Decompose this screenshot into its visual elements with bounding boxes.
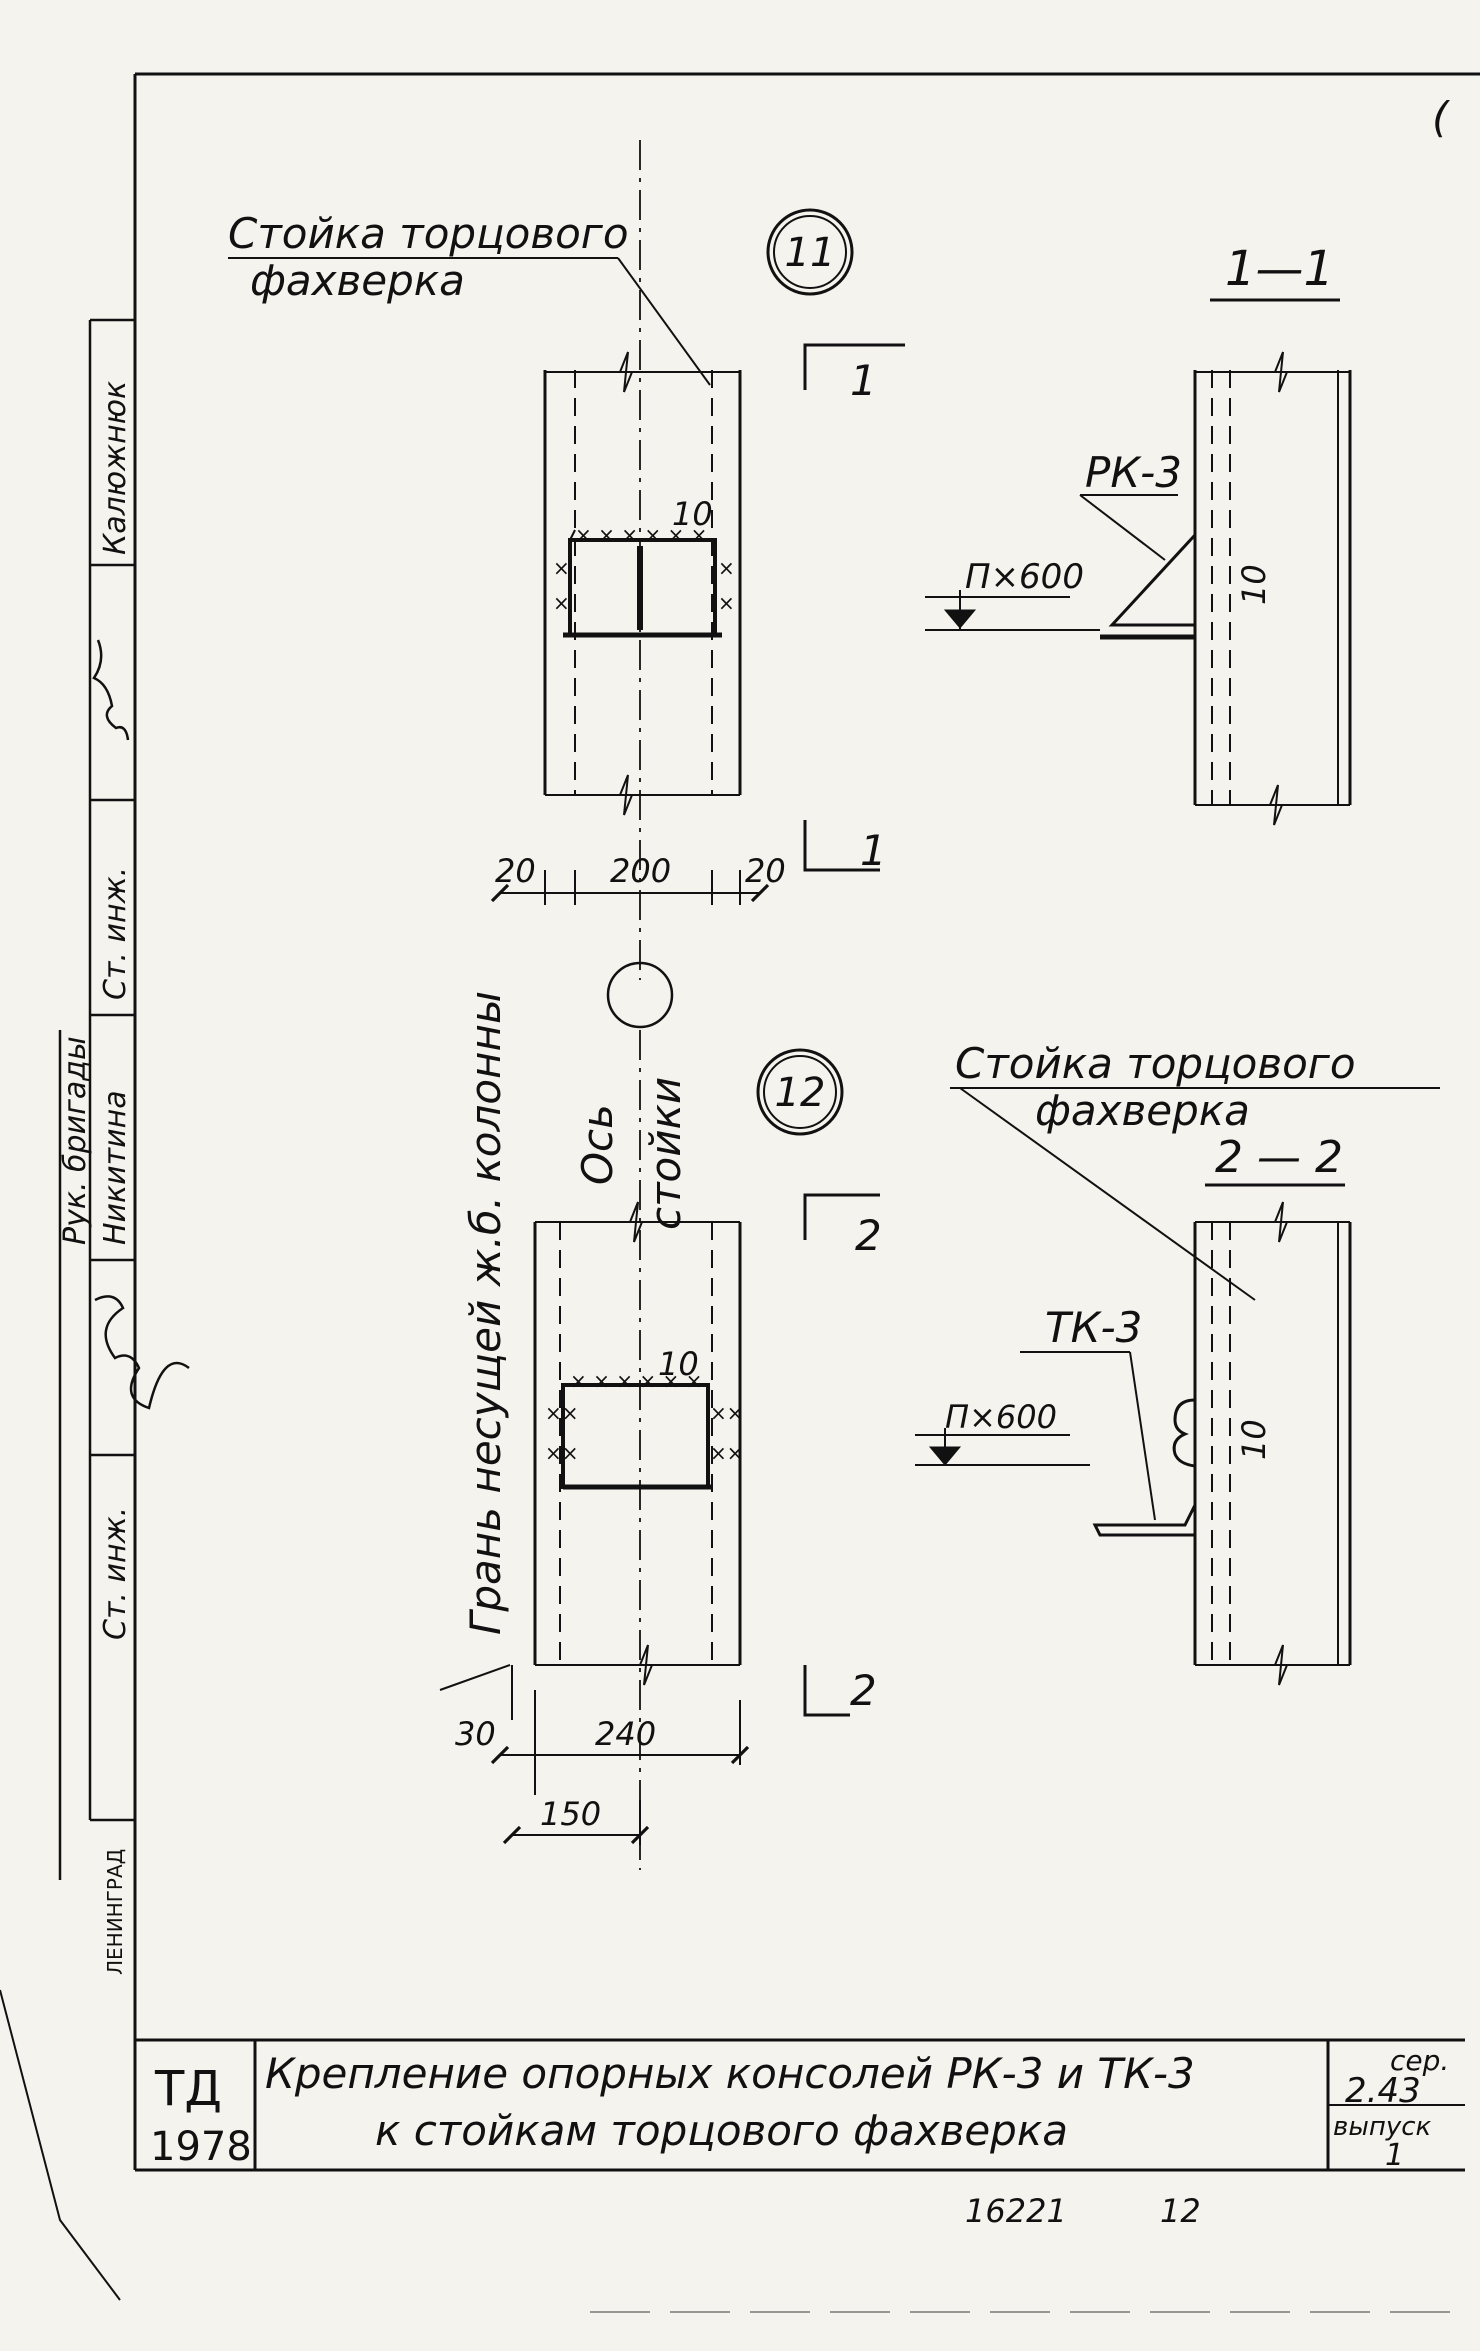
title-block-series-value: 2.43 [1345,2071,1421,2111]
title-block-line2: к стойкам торцового фахверка [375,2106,1068,2155]
title-block-issue-label: выпуск [1333,2112,1432,2142]
node-12-dim-offset: 30 [455,1715,496,1753]
node-12-dim-axis: 150 [540,1795,601,1833]
stamp-role-3: Ст. инж. [98,1507,133,1640]
node-11: 11 Стойка торцового фахверка × × × × × ×… [228,140,905,980]
node-11-dim-right: 20 [745,852,786,890]
node-11-dim-left: 20 [495,852,536,890]
signature-1 [92,639,130,741]
node-12-dim-width: 240 [595,1715,656,1753]
page-curl [0,1989,121,2301]
left-stamp: Калюжнюк Ст. инж. Никитина Рук. бригады … [0,318,190,2301]
weld-marks-right2-11: × [718,591,735,615]
cut-1-top-number: 1 [850,356,877,405]
node-12-axis-line1: Ось [573,1104,622,1185]
cut-2-bottom-number: 2 [850,1666,877,1715]
node-12: 12 Ось стойки Грань несущей ж.б. колонны… [439,991,882,1870]
section-1-part: РК-3 [1085,448,1182,497]
stamp-role-2: Рук. бригады [58,1036,93,1245]
title-block-issue-value: 1 [1385,2138,1404,2173]
node-11-number: 11 [785,230,836,276]
sheet-frame [133,72,1480,2172]
weld-marks-left2-12: ×× [545,1441,579,1465]
stamp-name-2: Никитина [98,1090,133,1245]
weld-marks-right-11: × [718,556,735,580]
weld-marks-top-12: × × × × × × [570,1369,702,1393]
sheet-marker: ( [1432,93,1450,142]
node-11-dim-middle: 200 [610,852,671,890]
section-2-weld: 10 [1235,1419,1273,1460]
stamp-city: ЛЕНИНГРАД [103,1849,127,1975]
cut-1-bottom-number: 1 [860,826,887,875]
section-1-level: П×600 [965,557,1084,597]
signature-2 [94,1295,190,1410]
section-2-level: П×600 [945,1398,1057,1436]
title-block-series-label: сер. [1390,2044,1449,2077]
weld-marks-left-11: × [553,556,570,580]
title-block [135,2038,1465,2170]
section-2-part: ТК-3 [1045,1303,1142,1352]
weld-marks-left2-11: × [553,591,570,615]
section-2-title: 2 — 2 [1215,1132,1343,1183]
node-11-label-line2: фахверка [250,256,465,305]
node-12-axis-line2: стойки [641,1077,690,1230]
footer-page: 12 [1160,2192,1201,2230]
section-2-label-line1: Стойка торцового [955,1039,1356,1088]
section-1-weld: 10 [1235,564,1273,605]
node-12-number: 12 [775,1070,826,1116]
section-1-title: 1—1 [1225,241,1334,297]
cut-2-top-number: 2 [855,1211,882,1260]
title-block-code: ТД [154,2061,222,2117]
title-block-line1: Крепление опорных консолей РК-3 и ТК-3 [265,2049,1195,2098]
footer-doc-number: 16221 [965,2192,1067,2230]
weld-marks-left-12: ×× [545,1401,579,1425]
axis-marker-circle [606,961,674,1029]
title-block-year: 1978 [150,2124,252,2170]
node-12-weld: 10 [658,1345,699,1383]
weld-marks-right-12: ×× [710,1401,744,1425]
section-1-1: 1—1 РК-3 П×600 10 [925,241,1352,826]
section-2-label-line2: фахверка [1035,1086,1250,1135]
stamp-name-1: Калюжнюк [98,381,133,555]
section-2-2: Стойка торцового фахверка 2 — 2 ТК-3 П×6 [915,1039,1440,1686]
weld-marks-top-11: × × × × × × [575,523,707,547]
node-11-weld: 10 [672,495,713,533]
weld-marks-right2-12: ×× [710,1441,744,1465]
node-12-edge-label: Грань несущей ж.б. колонны [461,991,510,1635]
node-11-label-line1: Стойка торцового [228,209,629,258]
stamp-role-1: Ст. инж. [98,867,133,1000]
